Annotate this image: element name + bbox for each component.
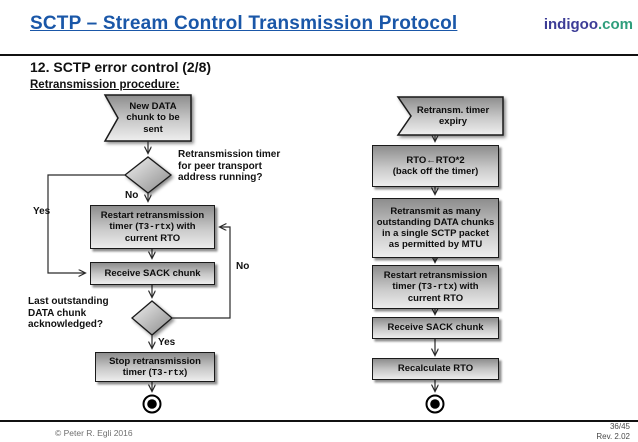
box-text: Retransmit as many outstanding DATA chun… [376,205,495,251]
box-text: ) [184,366,188,378]
end-node-right [425,394,445,414]
decision2-no-label: No [236,261,250,272]
box-receive-sack-left: Receive SACK chunk [90,262,215,285]
box-text: RTO←RTO*2 [406,154,465,166]
box-text: ) with current RTO [124,221,196,244]
decision2-diamond [130,300,174,336]
start-label-new-data: New DATA chunk to be sent [126,101,180,135]
revision: Rev. 2.02 [596,431,630,441]
box-restart-timer-left: Restart retransmission timer (T3-rtx) wi… [90,205,215,249]
end-node-left [142,394,162,414]
section-subheading: Retransmission procedure: [30,79,180,91]
page-title: SCTP – Stream Control Transmission Proto… [30,13,458,34]
box-text: Receive SACK chunk [104,267,201,279]
section-heading: 12. SCTP error control (2/8) [30,59,212,75]
decision2-yes-label: Yes [158,337,176,348]
box-text: (back off the timer) [392,166,479,177]
box-retransmit-chunks: Retransmit as many outstanding DATA chun… [372,198,499,258]
code-t3rtx: T3-rtx [138,222,171,233]
footer-page-info: 36/45 Rev. 2.02 [596,422,630,441]
footer-copyright: © Peter R. Egli 2016 [55,428,133,438]
header-divider [0,54,638,56]
page-number: 36/45 [609,422,630,431]
footer-divider [0,420,638,422]
box-text: Restart retransmission timer ( [383,269,488,293]
decision2-question: Last outstanding DATA chunk acknowledged… [28,296,109,330]
connector-no-path [172,227,231,319]
code-t3rtx: T3-rtx [421,282,454,293]
code-t3rtx: T3-rtx [151,367,185,378]
box-text: Recalculate RTO [397,363,474,375]
box-backoff-rto: RTO←RTO*2(back off the timer) [372,145,499,187]
box-recalculate-rto: Recalculate RTO [372,358,499,380]
box-restart-timer-right: Restart retransmission timer (T3-rtx) wi… [372,265,499,309]
decision1-no-label: No [125,190,139,201]
decision1-yes-label: Yes [33,206,51,217]
start-shape-timer-expiry [396,96,504,136]
box-receive-sack-right: Receive SACK chunk [372,317,499,339]
box-text: Restart retransmission timer ( [100,209,205,233]
brand-logo: indigoo.com [544,16,633,33]
decision1-diamond [123,156,173,194]
brand-name: indigoo [543,16,598,33]
box-text: Receive SACK chunk [387,322,484,334]
connector-yes-path [47,174,125,273]
box-text: Stop retransmission timer ( [109,355,201,378]
start-label-timer-expiry: Retransm. timer expiry [416,104,490,127]
brand-tld: .com [597,16,633,33]
box-stop-timer: Stop retransmission timer (T3-rtx) [95,352,215,382]
box-text: ) with current RTO [407,281,479,304]
decision1-question: Retransmission timer for peer transport … [178,149,281,183]
